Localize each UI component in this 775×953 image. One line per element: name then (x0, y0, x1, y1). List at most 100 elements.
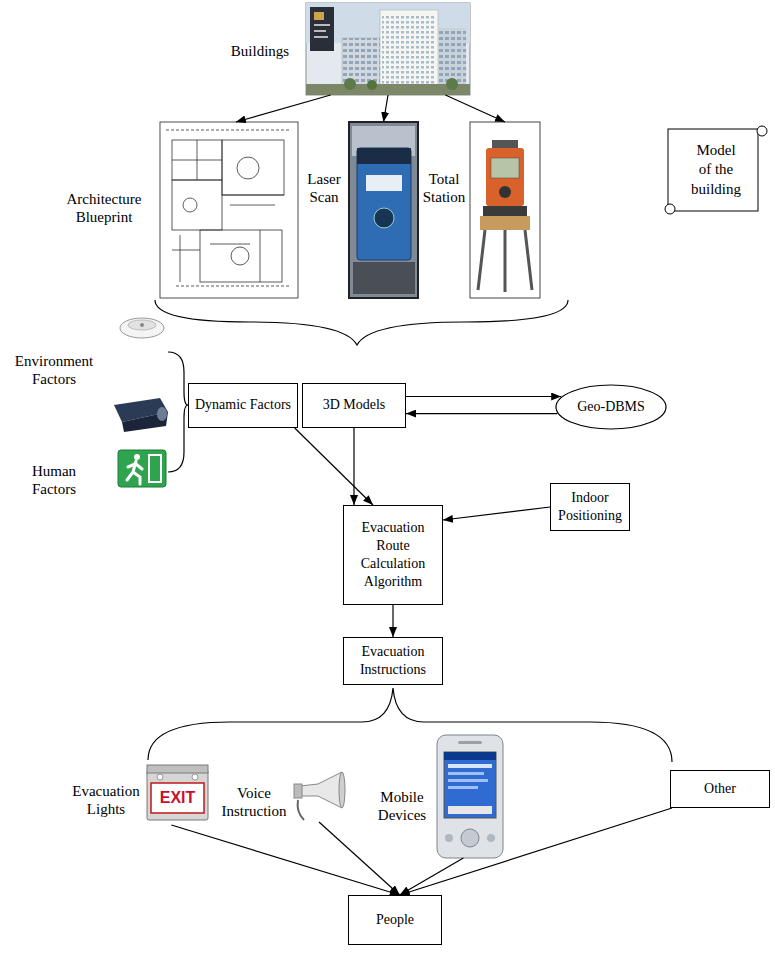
laser-scanner-photo (357, 148, 411, 164)
camera-icon (114, 398, 168, 432)
image-label: Buildings (224, 42, 296, 60)
pda-icon (458, 741, 482, 744)
speaker-icon (294, 772, 345, 820)
node-label: Dynamic Factors (195, 396, 291, 414)
connector-arrow (236, 95, 331, 122)
node-label: 3D Models (323, 396, 386, 414)
ellipse-outline (556, 385, 666, 429)
pda-icon (437, 735, 503, 858)
smoke-detector-icon (140, 323, 144, 327)
total-station-photo (478, 230, 532, 292)
pda-icon (448, 786, 478, 789)
exit-sign-icon (118, 450, 166, 487)
node-label: Other (704, 780, 736, 798)
pda-icon (487, 834, 495, 842)
process-box: Other (670, 770, 770, 808)
node-label: Model of the building (689, 141, 743, 200)
blueprint-image (231, 247, 249, 265)
node-label: Evacuation Route Calculation Algorithm (349, 519, 437, 592)
blueprint-image (200, 230, 282, 282)
process-box: Evacuation Route Calculation Algorithm (343, 505, 443, 605)
connector-arrow (400, 808, 672, 895)
bracket (168, 352, 188, 472)
image-label: Mobile Devices (372, 788, 432, 824)
process-box: Indoor Positioning (550, 483, 630, 531)
factor-label: Human Factors (14, 462, 94, 498)
speaker-icon (339, 772, 345, 808)
node-label: Geo-DBMS (577, 398, 645, 416)
database-ellipse: Geo-DBMS (555, 384, 667, 430)
exit-light-icon (157, 774, 163, 780)
building-photo (314, 36, 328, 38)
total-station-photo: Total Station (470, 122, 540, 298)
bracket (148, 688, 672, 762)
speaker-icon (294, 784, 302, 798)
node-label: Evacuation Instructions (349, 643, 437, 679)
pda-icon (461, 829, 479, 847)
pda-icon (448, 772, 484, 775)
building-photo (314, 30, 326, 32)
pda-icon (448, 779, 488, 782)
exit-light-icon (147, 770, 208, 820)
building-photo (314, 24, 330, 26)
blueprint-image (237, 157, 259, 179)
total-station-photo (483, 206, 527, 216)
process-box: Dynamic Factors (188, 383, 298, 428)
exit-sign-icon (118, 450, 166, 487)
exit-light-icon (192, 774, 198, 780)
laser-scanner-photo (374, 208, 394, 228)
building-photo (344, 78, 356, 90)
smoke-detector-icon (120, 318, 164, 338)
building-photo (446, 78, 458, 90)
laser-scanner-photo (353, 262, 415, 294)
building-photo: Buildings (306, 3, 470, 95)
laser-scanner-photo (349, 122, 418, 298)
exit-sign-text: EXIT (151, 788, 204, 807)
pda-icon (445, 834, 453, 842)
building-photo (306, 3, 470, 95)
connector-arrow (445, 95, 505, 122)
pda-icon (444, 752, 496, 818)
pda-icon (448, 764, 492, 768)
building-photo (367, 80, 377, 90)
smoke-detector-icon (120, 318, 164, 338)
building-photo (310, 7, 334, 51)
scroll-curl (757, 126, 767, 136)
total-station-photo (470, 122, 540, 298)
total-station-photo (470, 122, 540, 298)
connector-arrow (406, 396, 561, 397)
scroll-outline (668, 129, 758, 211)
blueprint-image (183, 198, 197, 212)
speaker-icon: Voice Instruction (293, 770, 345, 822)
factor-label: Environment Factors (6, 352, 102, 388)
building-photo (306, 84, 470, 95)
laser-scanner-photo (357, 148, 411, 260)
blueprint-image (166, 130, 290, 286)
node-label: Indoor Positioning (556, 489, 624, 525)
total-station-photo (491, 158, 519, 178)
exit-light-icon (147, 765, 208, 773)
blueprint-image (160, 122, 298, 298)
connector-arrow (400, 858, 464, 895)
exit-sign-icon (149, 455, 161, 482)
total-station-photo (492, 140, 518, 148)
connector-arrow (443, 507, 550, 520)
connector-arrow (406, 413, 557, 414)
exit-sign-icon (127, 461, 142, 484)
total-station-photo (486, 148, 524, 206)
total-station-photo (499, 186, 511, 198)
laser-scanner-photo (366, 175, 402, 191)
laser-scanner-photo: Laser Scan (349, 122, 418, 298)
blueprint-image (222, 140, 284, 195)
image-label: Total Station (420, 170, 468, 206)
pda-icon (448, 806, 492, 814)
smoke-detector-icon (128, 320, 156, 330)
image-label: Architecture Blueprint (58, 190, 150, 226)
speaker-icon (298, 800, 304, 820)
building-photo (382, 14, 436, 84)
building-photo (438, 28, 466, 86)
speaker-icon (300, 772, 342, 808)
exit-light-icon (151, 783, 204, 813)
